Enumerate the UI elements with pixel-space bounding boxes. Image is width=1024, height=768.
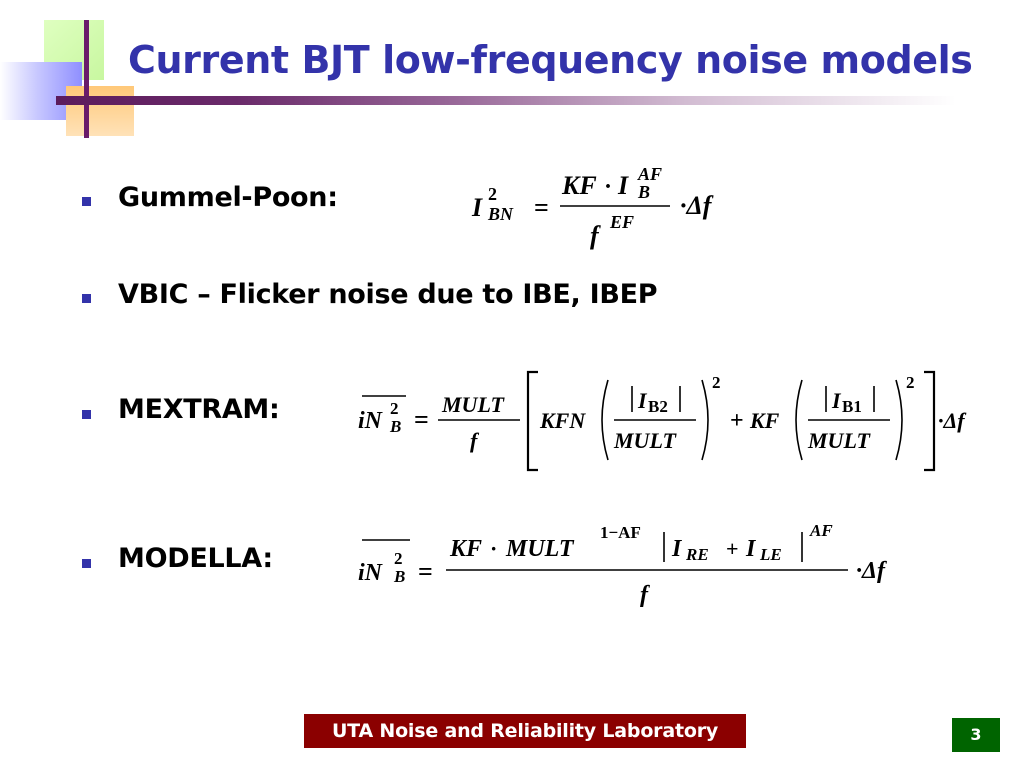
formula-exponent: 2 (906, 373, 915, 392)
decorative-orange-block (66, 86, 134, 136)
formula-operator: · (604, 174, 612, 200)
formula-exponent: EF (609, 212, 634, 232)
page-number: 3 (952, 718, 1000, 752)
gummel-poon-formula: I 2 BN = KF · I AF B f EF ·Δf (471, 164, 714, 250)
formula-tail: ·Δf (856, 558, 887, 584)
footer-lab-name: UTA Noise and Reliability Laboratory (304, 714, 746, 748)
formula-operator: · (490, 536, 497, 561)
bullet-mextram: MEXTRAM: (118, 394, 280, 425)
bullet-marker (82, 197, 91, 206)
formula-symbol: MULT (613, 428, 677, 453)
formula-exponent: 1−AF (600, 523, 641, 542)
bullet-modella: MODELLA: (118, 543, 273, 574)
formula-subscript: BN (487, 204, 514, 224)
formula-exponent: 2 (712, 373, 721, 392)
formula-symbol: iN (358, 408, 384, 434)
modella-formula: iN 2 B = KF · MULT 1−AF I RE + I LE AF f… (358, 521, 887, 608)
bullet-gummel-poon: Gummel-Poon: (118, 182, 338, 213)
bullet-vbic: VBIC – Flicker noise due to IBE, IBEP (118, 279, 658, 310)
formula-subscript: B1 (842, 397, 862, 416)
formula-symbol: KF (449, 536, 482, 562)
formula-symbol: MULT (505, 536, 575, 562)
formula-symbol: iN (358, 560, 384, 586)
formula-symbol: I (617, 171, 629, 200)
formula-tail: ·Δf (680, 191, 714, 220)
mextram-formula: iN 2 B = MULT f KFN I B2 MULT 2 + KF I B… (358, 370, 967, 472)
formula-symbol: I (745, 536, 757, 562)
formula-symbol: KFN (539, 408, 586, 433)
formula-symbol: f (640, 582, 650, 608)
bullet-marker (82, 294, 91, 303)
bullet-marker (82, 559, 91, 568)
formula-plus: + (730, 408, 744, 434)
formula-exponent: 2 (488, 184, 497, 204)
slide-title: Current BJT low-frequency noise models (128, 38, 973, 82)
formula-exponent: 2 (394, 549, 403, 568)
formula-symbol: f (470, 428, 480, 453)
formula-exponent: AF (809, 521, 833, 540)
formula-symbol: MULT (807, 428, 871, 453)
formula-subscript: LE (759, 545, 782, 564)
formula-subscript: B (637, 182, 650, 202)
formula-subscript: RE (685, 545, 709, 564)
bullet-marker (82, 410, 91, 419)
formula-symbol: I (671, 536, 683, 562)
formula-symbol: MULT (441, 392, 505, 417)
formula-subscript: B (389, 417, 401, 436)
formula-exponent: AF (637, 164, 662, 184)
formula-subscript: B2 (648, 397, 668, 416)
decorative-vertical-line (84, 20, 89, 138)
formula-symbol: KF (749, 408, 780, 433)
formula-exponent: 2 (390, 399, 399, 418)
formula-subscript: B (393, 567, 405, 586)
formula-equals: = (414, 405, 429, 434)
formula-symbol: I (637, 388, 648, 413)
formula-symbol: f (590, 221, 601, 250)
formula-symbol: I (471, 193, 483, 222)
formula-equals: = (418, 557, 433, 586)
formula-symbol: I (831, 388, 842, 413)
title-underline (56, 96, 956, 105)
formula-plus: + (726, 536, 739, 561)
formula-equals: = (534, 193, 549, 222)
formula-tail: ·Δf (938, 408, 967, 433)
formula-symbol: KF (561, 171, 597, 200)
